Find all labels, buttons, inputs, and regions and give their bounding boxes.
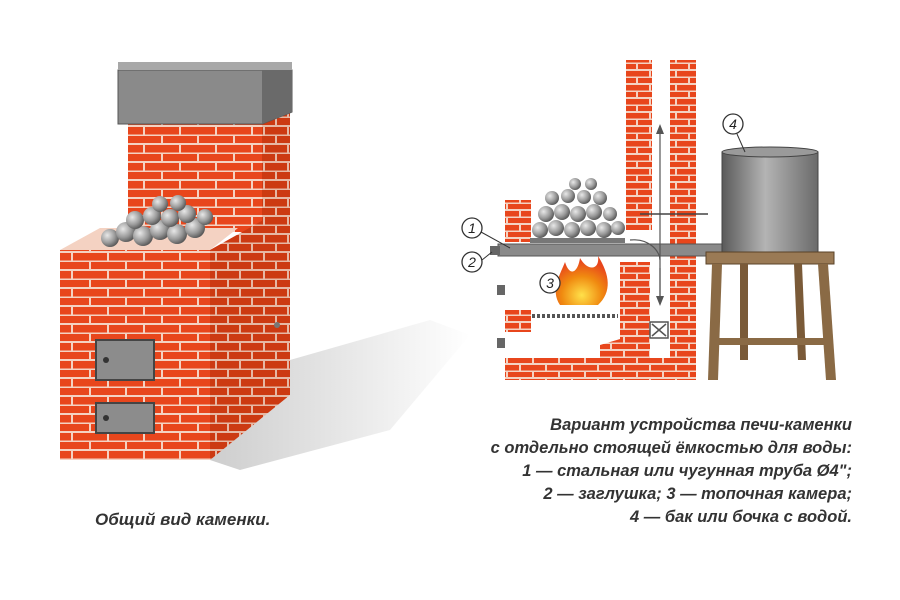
callout-1: 1 — [461, 217, 511, 249]
firebox-door-knob — [103, 357, 109, 363]
steel-pipe — [497, 243, 723, 257]
side-bolt — [274, 322, 280, 328]
pipe-plug — [490, 246, 500, 255]
right-caption-line-3: 1 — стальная или чугунная труба Ø4"; — [522, 462, 852, 480]
damper — [649, 321, 669, 339]
callout-4: 4 — [722, 113, 746, 153]
right-caption-line-1: Вариант устройства печи-каменки — [550, 416, 852, 434]
stove-general-view — [60, 62, 470, 470]
ash-door-edge — [497, 338, 505, 348]
flame — [555, 256, 608, 305]
floor-shadow — [210, 320, 470, 470]
right-caption: Вариант устройства печи-каменки с отдель… — [372, 414, 852, 529]
svg-text:4: 4 — [729, 116, 737, 132]
left-caption: Общий вид каменки. — [95, 510, 271, 529]
tank-stand — [705, 251, 836, 380]
steel-cap-top — [118, 62, 292, 70]
stove-base — [505, 358, 696, 380]
body-side — [210, 205, 290, 460]
firebox-left-wall-upper — [505, 200, 531, 242]
stove-section-view: 1 2 3 4 — [461, 60, 836, 380]
svg-text:3: 3 — [546, 275, 554, 291]
partition-slope — [600, 330, 650, 360]
callout-3: 3 — [539, 272, 561, 294]
stone-tray — [530, 238, 625, 243]
inner-partition — [620, 262, 650, 342]
chimney-left-wall — [626, 60, 652, 230]
right-caption-line-4: 2 — заглушка; 3 — топочная камера; — [543, 485, 852, 503]
water-tank — [721, 151, 819, 253]
tower-side — [262, 112, 290, 232]
stones-pile-right — [532, 178, 625, 238]
svg-text:2: 2 — [467, 254, 476, 270]
chimney-right-wall — [670, 60, 696, 370]
callout-2: 2 — [461, 251, 493, 273]
steel-cap-side — [262, 70, 292, 124]
ash-door-knob — [103, 415, 109, 421]
right-caption-line-2: с отдельно стоящей ёмкостью для воды: — [490, 439, 852, 457]
right-caption-line-5: 4 — бак или бочка с водой. — [630, 508, 852, 526]
stones-pile-left — [101, 195, 213, 247]
svg-text:1: 1 — [468, 220, 476, 236]
firebox-left-wall-lower — [505, 310, 531, 332]
firebox-door-edge — [497, 285, 505, 295]
